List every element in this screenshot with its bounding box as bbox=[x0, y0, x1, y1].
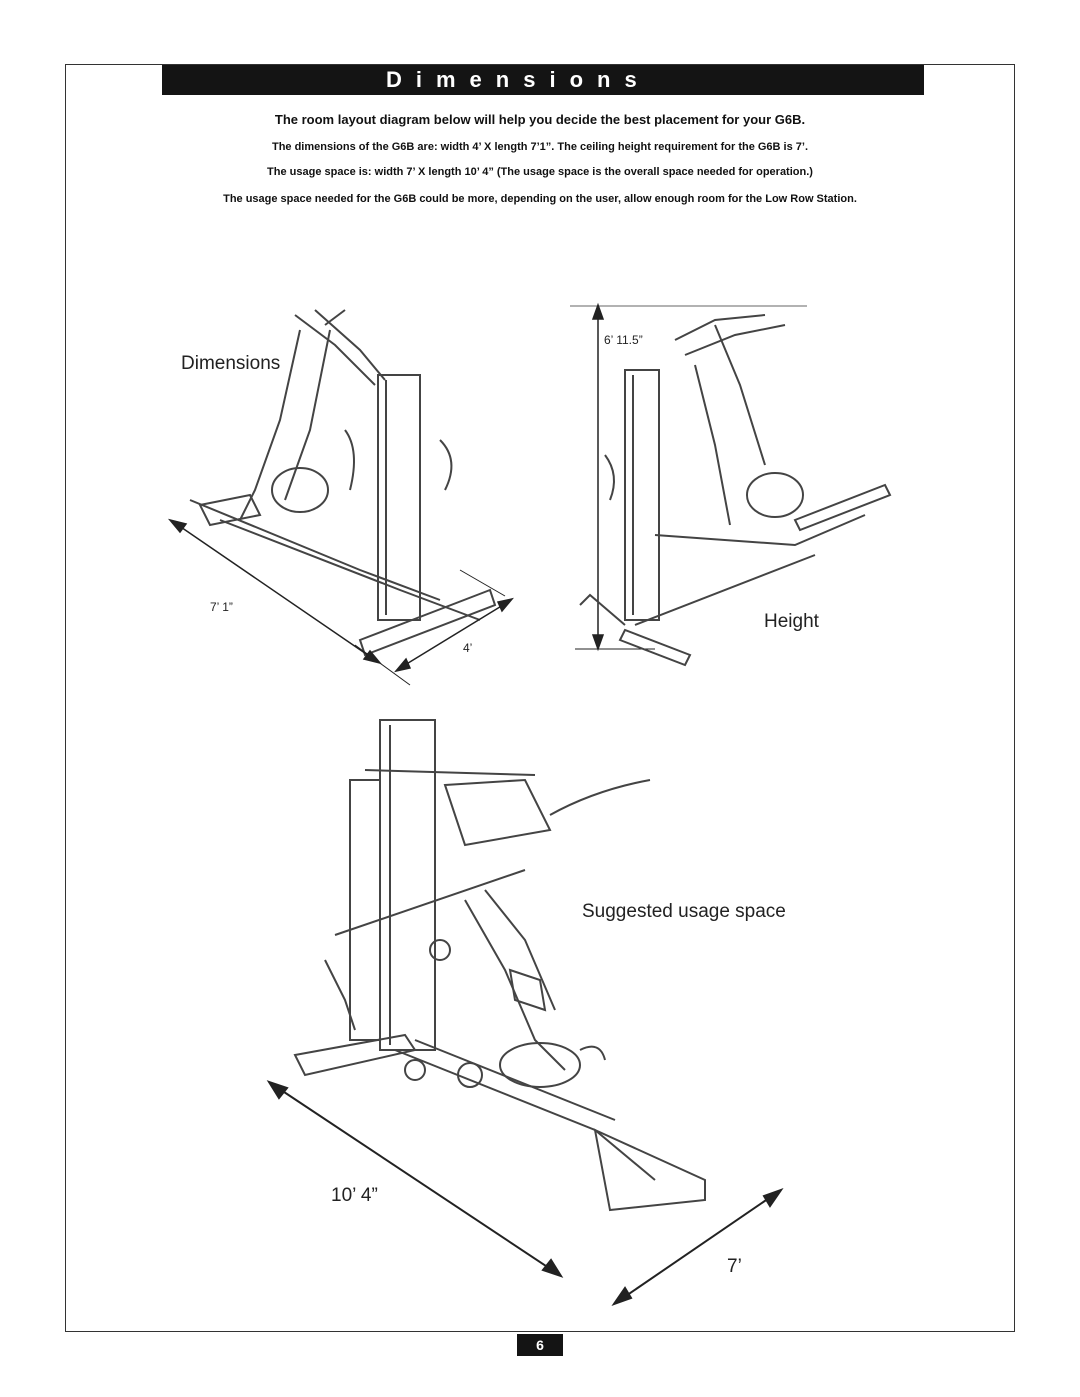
usage-label: Suggested usage space bbox=[582, 901, 786, 922]
page-number: 6 bbox=[517, 1334, 563, 1356]
length-value: 7’ 1” bbox=[210, 600, 233, 614]
usage-length-dimension-line bbox=[274, 1085, 556, 1273]
seat bbox=[746, 472, 804, 518]
intro-note-line: The usage space needed for the G6B could… bbox=[223, 193, 857, 205]
intro-heading: The room layout diagram below will help … bbox=[274, 112, 806, 127]
dimensions-label: Dimensions bbox=[181, 353, 281, 374]
height-value: 6’ 11.5” bbox=[604, 333, 643, 347]
seat bbox=[271, 467, 329, 513]
width-dimension-line bbox=[399, 601, 509, 669]
usage-width-dimension-line bbox=[619, 1193, 776, 1301]
weight-stack-tower bbox=[379, 719, 436, 1051]
dimensions-figure bbox=[167, 309, 514, 686]
base-frame bbox=[293, 1033, 417, 1077]
width-value: 4’ bbox=[463, 641, 473, 655]
section-title: Dimensions bbox=[386, 67, 651, 92]
usage-space-figure bbox=[266, 719, 784, 1306]
intro-dimensions-line: The dimensions of the G6B are: width 4’ … bbox=[271, 141, 809, 153]
usage-width-value: 7’ bbox=[727, 1256, 742, 1277]
weight-stack-tower bbox=[377, 374, 421, 621]
page-frame bbox=[65, 64, 1015, 1332]
usage-length-value: 10’ 4” bbox=[331, 1185, 378, 1206]
section-title-bar: Dimensions bbox=[162, 65, 924, 95]
height-figure bbox=[570, 302, 892, 667]
seat bbox=[499, 1042, 581, 1088]
height-label: Height bbox=[764, 611, 819, 632]
weight-stack-tower bbox=[624, 369, 660, 621]
length-dimension-line bbox=[174, 522, 376, 661]
intro-usage-line: The usage space is: width 7’ X length 10… bbox=[267, 166, 813, 178]
